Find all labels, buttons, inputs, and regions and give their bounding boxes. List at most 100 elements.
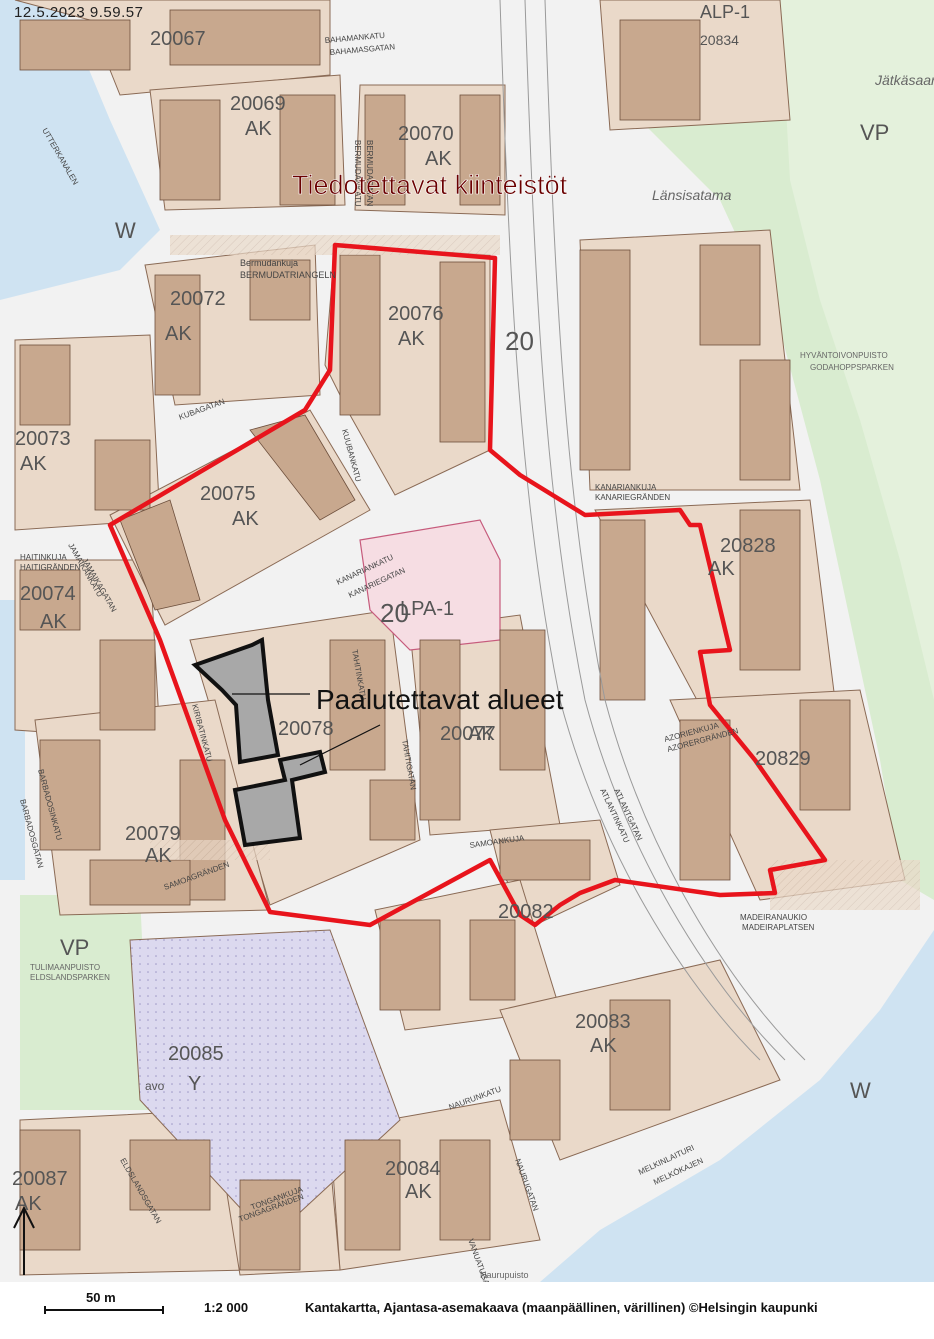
- sea-water: [540, 930, 934, 1282]
- building: [239, 1179, 301, 1271]
- street-madeiraplatsen: MADEIRAPLATSEN: [742, 923, 815, 932]
- building: [469, 919, 516, 1001]
- block-20087-use: AK: [15, 1193, 42, 1215]
- map-footer: [0, 1282, 934, 1334]
- street-haitinkuja: HAITINKUJA: [20, 553, 67, 562]
- block-20079-code: 20079: [125, 823, 181, 845]
- park-west: [20, 895, 150, 1110]
- building: [249, 259, 311, 321]
- piling-area-north: [191, 636, 281, 765]
- avo-label: avo: [145, 1079, 165, 1093]
- block-20073-code: 20073: [15, 428, 71, 450]
- alp-label: ALP-1: [700, 2, 750, 22]
- block-20075-code: 20075: [200, 483, 256, 505]
- building: [379, 919, 441, 1011]
- building: [19, 344, 71, 426]
- building: [439, 261, 486, 443]
- building: [19, 1129, 81, 1251]
- building: [799, 699, 851, 811]
- block-20085-code: 20085: [168, 1043, 224, 1065]
- block-labels: 20067 20069 AK 20070 AK 20072 AK 20073 A…: [12, 28, 811, 1215]
- building: [89, 859, 191, 906]
- timestamp: 12.5.2023 9.59.57: [14, 4, 144, 21]
- street-bermudankuja: Bermudankuja: [240, 258, 298, 268]
- road-line: [499, 0, 761, 1061]
- building: [94, 439, 151, 511]
- block-20077-use: AK: [468, 723, 495, 745]
- building: [739, 509, 801, 671]
- building: [419, 639, 461, 821]
- building: [739, 359, 791, 481]
- tulimaanpuisto-label: TULIMAANPUISTO: [30, 963, 100, 972]
- block-20077-code: 20077: [440, 723, 496, 745]
- hyvantoivonpuisto-label: HYVÄNTOIVONPUISTO: [800, 351, 888, 360]
- block-20085-use: Y: [188, 1073, 201, 1095]
- block-20087-code: 20087: [12, 1168, 68, 1190]
- block-20834-code: 20834: [700, 32, 739, 48]
- eldslandsparken-label: ELDSLANDSPARKEN: [30, 973, 110, 982]
- y-zone-20085: [129, 929, 401, 1241]
- building: [609, 999, 671, 1111]
- scale-label: 50 m: [86, 1290, 116, 1305]
- road-line: [544, 0, 806, 1061]
- street-bermudagatan: BERMUDAGATAN: [365, 140, 374, 207]
- water-label-south: W: [850, 1078, 871, 1103]
- lpa-label: LPA-1: [400, 598, 454, 620]
- block-20084-use: AK: [405, 1181, 432, 1203]
- park-east-inner: [780, 0, 934, 700]
- block-20076-use: AK: [398, 328, 425, 350]
- zone-number-north: 20: [505, 326, 534, 356]
- building: [679, 719, 731, 881]
- building: [19, 19, 131, 71]
- place-labels: Länsisatama HYVÄNTOIVONPUISTO GODAHOPPSP…: [30, 72, 934, 1280]
- vp-west-label: VP: [60, 935, 89, 960]
- piling-areas-label: Paalutettavat alueet: [316, 684, 564, 715]
- building: [19, 569, 81, 631]
- notification-boundary: [107, 242, 828, 928]
- notification-title: Tiedotettavat kiinteistöt: [292, 170, 568, 200]
- zone-labels: LPA-1 ALP-1 VP VP W W 20 20 avo: [60, 2, 889, 1103]
- block-20079-use: AK: [145, 845, 172, 867]
- building: [119, 499, 201, 611]
- building: [599, 519, 646, 701]
- hatched-madeira: [770, 860, 920, 910]
- piling-area-south: [232, 749, 328, 848]
- north-arrow-icon: [13, 1205, 35, 1275]
- lansisatama-label: Länsisatama: [652, 187, 732, 203]
- block-20074-code: 20074: [20, 583, 76, 605]
- block-20828-code: 20828: [720, 535, 776, 557]
- block-20083-code: 20083: [575, 1011, 631, 1033]
- block-20083-use: AK: [590, 1035, 617, 1057]
- block-20082-code: 20082: [498, 901, 554, 923]
- building: [279, 94, 336, 206]
- building: [344, 1139, 401, 1251]
- map-credit: Kantakartta, Ajantasa-asemakaava (maanpä…: [305, 1300, 818, 1315]
- block-20072-code: 20072: [170, 288, 226, 310]
- block-20084-code: 20084: [385, 1158, 441, 1180]
- building: [364, 94, 406, 206]
- block-20069-code: 20069: [230, 93, 286, 115]
- building: [619, 19, 701, 121]
- godahoppsparken-label: GODAHOPPSPARKEN: [810, 363, 894, 372]
- building: [499, 839, 591, 881]
- street-bermudatriangeln: BERMUDATRIANGELN: [240, 270, 336, 280]
- building: [509, 1059, 561, 1141]
- block-20829-code: 20829: [755, 748, 811, 770]
- building: [699, 244, 761, 346]
- building: [329, 639, 386, 771]
- scale-bar: [44, 1306, 164, 1314]
- scale-ratio: 1:2 000: [204, 1300, 249, 1315]
- street-kanariankuja: KANARIANKUJA: [595, 483, 657, 492]
- street-kanariegranden: KANARIEGRÄNDEN: [595, 493, 670, 502]
- building: [439, 1139, 491, 1241]
- naurupuisto-label: Naurupuisto: [480, 1270, 529, 1280]
- block-20074-use: AK: [40, 611, 67, 633]
- block-20067-code: 20067: [150, 28, 206, 50]
- block-20070-use: AK: [425, 148, 452, 170]
- zone-number-center: 20: [380, 598, 409, 628]
- building: [579, 249, 631, 471]
- building: [169, 9, 321, 66]
- building: [159, 99, 221, 201]
